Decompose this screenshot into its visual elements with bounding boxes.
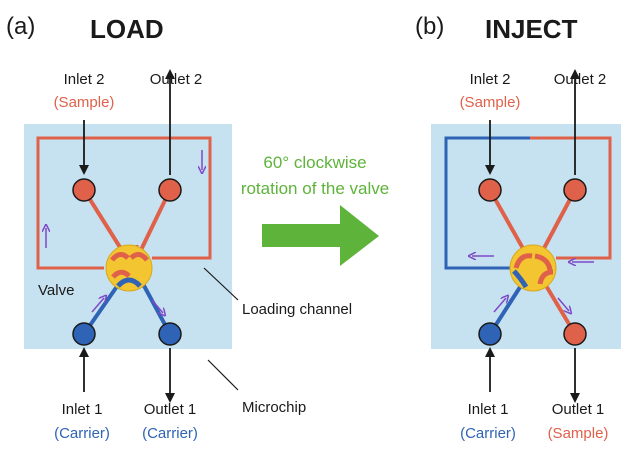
- rotation-indicator: 60° clockwise rotation of the valve: [241, 153, 389, 266]
- flow-arrow-inlet1-b: [493, 298, 506, 313]
- sample-channel-b: [530, 136, 612, 260]
- label-inlet2-sub: (Sample): [54, 94, 115, 111]
- label-outlet2-b: Outlet 2: [554, 71, 607, 88]
- label-inlet2: Inlet 2: [64, 71, 105, 88]
- leader-microchip: [207, 359, 239, 391]
- panel-a: (a) LOAD: [6, 13, 352, 442]
- flow-arrow-outlet1: [151, 299, 163, 313]
- label-outlet1-sub-b: (Sample): [548, 425, 609, 442]
- label-microchip: Microchip: [242, 399, 306, 416]
- port-outlet2: [158, 178, 182, 202]
- port-outlet1-b: [563, 322, 587, 346]
- label-loading-channel: Loading channel: [242, 301, 352, 318]
- flow-arrow-outlet1-b: [557, 297, 569, 311]
- flow-arrow-inlet1: [91, 298, 104, 313]
- panel-a-letter: (a): [6, 13, 35, 40]
- port-inlet2-b: [478, 178, 502, 202]
- port-outlet2-b: [563, 178, 587, 202]
- panel-b-letter: (b): [415, 13, 444, 40]
- channel-inlet2: [82, 188, 125, 254]
- rotation-text-line1: 60° clockwise: [263, 153, 366, 172]
- panel-b-title: INJECT: [485, 14, 578, 44]
- rotation-text-line2: rotation of the valve: [241, 179, 389, 198]
- label-inlet1-sub: (Carrier): [54, 425, 110, 442]
- label-outlet1-b: Outlet 1: [552, 401, 605, 418]
- microchip-body-b: [431, 124, 621, 349]
- port-inlet1-b: [478, 322, 502, 346]
- green-arrow: [262, 205, 379, 266]
- channel-inlet2-b: [488, 189, 527, 253]
- panel-a-title: LOAD: [90, 14, 164, 44]
- leader-loading-channel: [203, 267, 239, 301]
- label-outlet1: Outlet 1: [144, 401, 197, 418]
- label-inlet2-sub-b: (Sample): [460, 94, 521, 111]
- port-outlet1: [158, 322, 182, 346]
- label-outlet2: Outlet 2: [150, 71, 203, 88]
- label-inlet2-b: Inlet 2: [470, 71, 511, 88]
- valve: [105, 244, 153, 292]
- carrier-channel-b: [444, 136, 530, 270]
- label-inlet1: Inlet 1: [62, 401, 103, 418]
- panel-b: (b) INJECT: [415, 13, 621, 442]
- port-inlet1: [72, 322, 96, 346]
- microchip-body: [24, 124, 232, 349]
- valve-b: [509, 244, 557, 292]
- port-inlet2: [72, 178, 96, 202]
- label-inlet1-sub-b: (Carrier): [460, 425, 516, 442]
- label-valve: Valve: [38, 282, 74, 299]
- label-inlet1-b: Inlet 1: [468, 401, 509, 418]
- label-outlet1-sub: (Carrier): [142, 425, 198, 442]
